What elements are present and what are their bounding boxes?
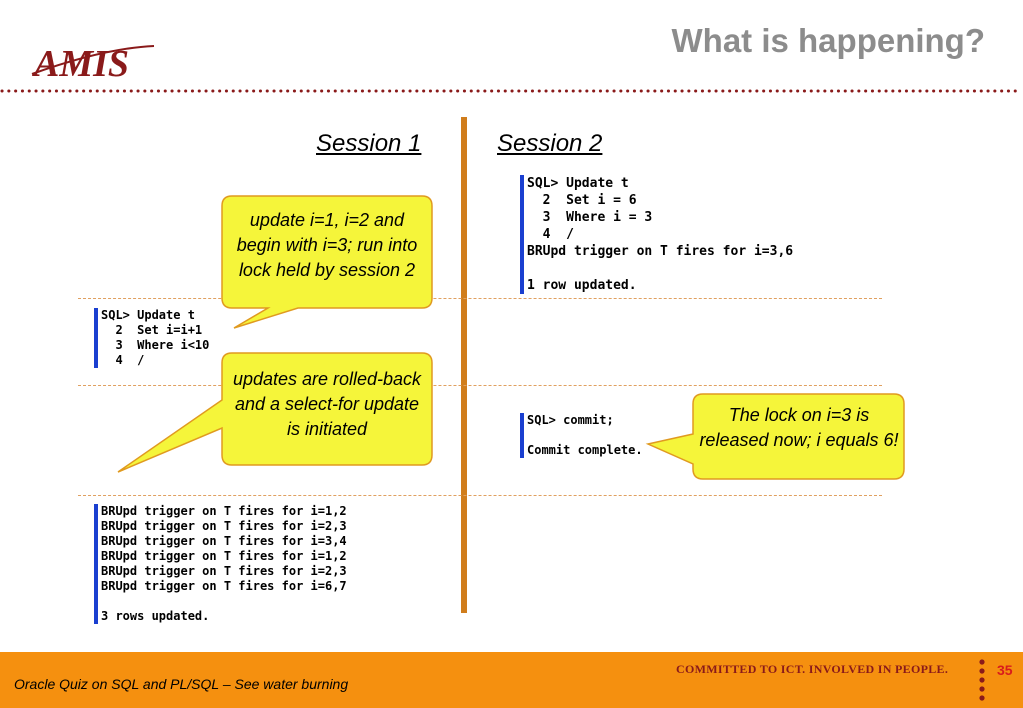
session2-commit-code: SQL> commit; Commit complete.: [520, 413, 643, 458]
session1-output-code: BRUpd trigger on T fires for i=1,2 BRUpd…: [94, 504, 347, 624]
callout-text-3: The lock on i=3 is released now; i equal…: [699, 405, 899, 450]
footer-caption: Oracle Quiz on SQL and PL/SQL – See wate…: [14, 676, 349, 692]
session-2-heading: Session 2: [497, 130, 603, 157]
logo-text: AMIS: [32, 43, 129, 84]
footer-bar: Oracle Quiz on SQL and PL/SQL – See wate…: [0, 652, 1023, 708]
dotted-divider: [0, 89, 1023, 93]
footer-dots: [979, 659, 985, 701]
timeline-separator: [78, 495, 882, 496]
timeline-separator: [78, 298, 882, 299]
callout-text-2: updates are rolled-back and a select-for…: [232, 369, 422, 439]
session-1-heading: Session 1: [316, 130, 422, 157]
session2-update-code: SQL> Update t 2 Set i = 6 3 Where i = 3 …: [520, 175, 793, 294]
timeline-separator: [78, 385, 882, 386]
amis-logo: AMIS: [31, 43, 155, 84]
session1-update-code: SQL> Update t 2 Set i=i+1 3 Where i<10 4…: [94, 308, 209, 368]
footer-tagline: COMMITTED TO ICT. INVOLVED IN PEOPLE.: [676, 662, 949, 676]
callout-text-1: update i=1, i=2 and begin with i=3; run …: [236, 210, 418, 280]
session-divider: [461, 117, 467, 613]
page-number: 35: [997, 662, 1013, 678]
slide-title: What is happening?: [671, 22, 985, 59]
